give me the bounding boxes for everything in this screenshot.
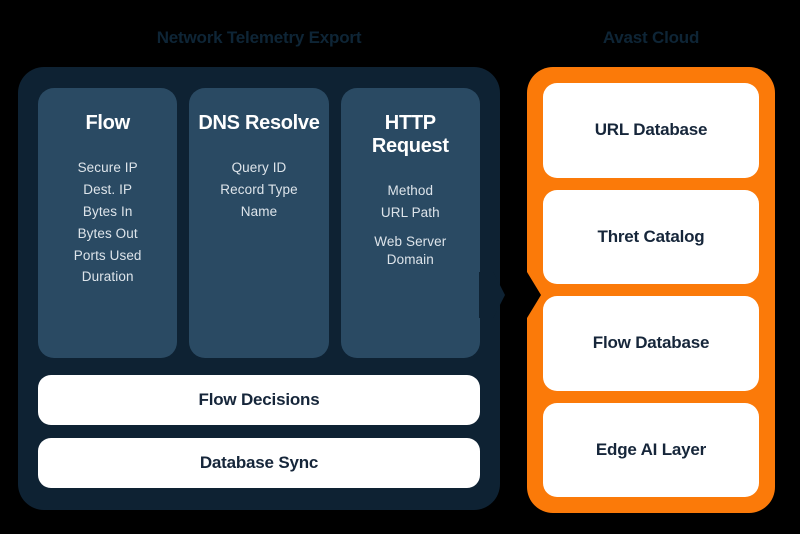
list-item: Domain — [386, 251, 434, 267]
right-panel-title: Avast Cloud — [602, 28, 700, 47]
list-item: Duration — [81, 269, 134, 285]
network-telemetry-export-panel: Flow Secure IP Dest. IP Bytes In Bytes O… — [18, 67, 500, 510]
list-item: Query ID — [231, 160, 287, 176]
cloud-card-thret-catalog: Thret Catalog — [543, 189, 759, 284]
list-item: Bytes Out — [77, 225, 138, 241]
telemetry-card-row: Flow Secure IP Dest. IP Bytes In Bytes O… — [38, 88, 480, 358]
bar-database-sync: Database Sync — [38, 438, 480, 488]
telemetry-card-title: HTTP Request — [371, 112, 449, 158]
list-item: Method — [387, 183, 434, 199]
list-item: Web Server — [374, 234, 447, 250]
cloud-card-url-database: URL Database — [543, 83, 759, 178]
list-item: URL Path — [380, 205, 440, 221]
telemetry-card-items: Method URL Path Web Server Domain — [347, 180, 474, 268]
list-item: Secure IP — [77, 160, 138, 176]
avast-cloud-panel: URL Database Thret Catalog Flow Database… — [527, 67, 775, 513]
list-item: Record Type — [220, 182, 298, 198]
telemetry-card-items: Query ID Record Type Name — [195, 157, 322, 223]
list-item: Bytes In — [82, 203, 133, 219]
telemetry-card-title: DNS Resolve — [198, 112, 320, 134]
telemetry-card-items: Secure IP Dest. IP Bytes In Bytes Out Po… — [44, 157, 171, 288]
telemetry-card-flow: Flow Secure IP Dest. IP Bytes In Bytes O… — [38, 88, 178, 358]
cloud-card-flow-database: Flow Database — [543, 296, 759, 391]
telemetry-card-title: Flow — [85, 112, 130, 134]
telemetry-card-dns-resolve: DNS Resolve Query ID Record Type Name — [189, 88, 329, 358]
bar-flow-decisions: Flow Decisions — [38, 375, 480, 425]
list-item: Ports Used — [73, 247, 142, 263]
list-item: Dest. IP — [83, 182, 133, 198]
arrow-right-icon — [479, 272, 505, 318]
telemetry-card-http-request: HTTP Request Method URL Path Web Server … — [340, 88, 480, 358]
left-panel-title: Network Telemetry Export — [156, 28, 362, 47]
list-item: Name — [240, 203, 278, 219]
cloud-card-edge-ai-layer: Edge AI Layer — [543, 402, 759, 497]
